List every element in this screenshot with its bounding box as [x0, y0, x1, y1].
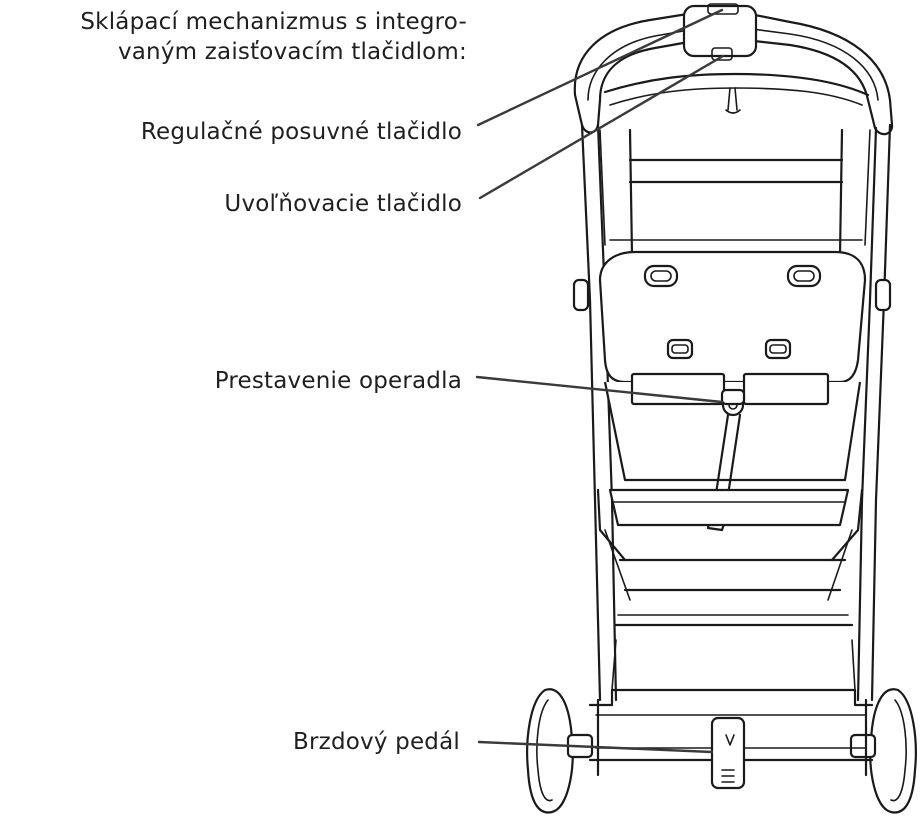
wheel-right [849, 688, 917, 814]
leader-lines [475, 8, 725, 754]
label-adjust-slider: Regulačné posuvné tlačidlo [140, 119, 462, 145]
canopy [603, 72, 870, 114]
leader-fold-mechanism [476, 8, 724, 127]
label-backrest-adjust: Prestavenie operadla [214, 368, 462, 394]
label-fold-mechanism-line2: vaným zaisťovacím tlačidlom: [117, 39, 467, 65]
seat-back [598, 250, 867, 384]
brake-pedal [710, 716, 746, 790]
seat-body [603, 372, 862, 532]
label-fold-mechanism-line1: Sklápací mechanizmus s integro- [80, 9, 467, 35]
label-brake-pedal: Brzdový pedál [293, 729, 460, 755]
footrest [596, 488, 864, 627]
label-release-button: Uvoľňovacie tlačidlo [224, 191, 462, 217]
fold-mechanism [682, 3, 758, 61]
leader-backrest [475, 375, 724, 404]
wheel-left [526, 688, 594, 814]
label-fold-mechanism: Sklápací mechanizmus s integro- vaným za… [80, 7, 467, 67]
leader-adjust-slider [478, 54, 725, 200]
leader-brake [477, 740, 714, 754]
